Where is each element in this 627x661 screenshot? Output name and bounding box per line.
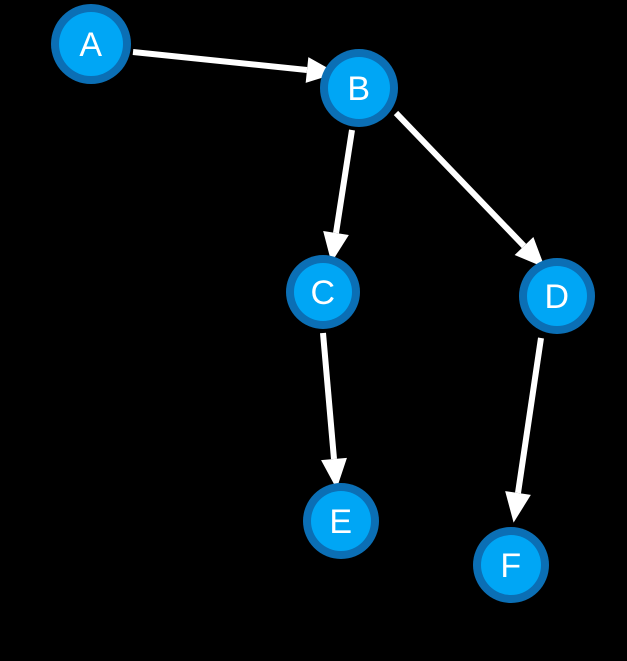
graph-edge[interactable]	[505, 337, 544, 523]
graph-edge[interactable]	[320, 332, 347, 489]
graph-node[interactable]: C	[286, 255, 360, 329]
edge-line	[333, 129, 355, 234]
edge-line	[320, 332, 337, 460]
node-label: D	[544, 278, 569, 316]
node-label: B	[347, 70, 370, 108]
node-label: F	[500, 547, 521, 585]
edge-line	[393, 110, 527, 249]
graph-edge[interactable]	[323, 129, 355, 263]
edge-arrowhead	[305, 57, 337, 83]
node-core	[311, 491, 371, 551]
node-label: E	[329, 503, 352, 541]
node-core	[527, 266, 587, 326]
node-label: A	[79, 26, 102, 64]
graph-node[interactable]: E	[303, 483, 379, 559]
graph-node[interactable]: D	[519, 258, 595, 334]
node-core	[328, 57, 390, 119]
graph-edge[interactable]	[393, 110, 545, 268]
edge-arrowhead	[505, 491, 531, 523]
node-core	[294, 263, 352, 321]
graph-node[interactable]: B	[320, 49, 398, 127]
node-core	[481, 535, 541, 595]
node-core	[59, 12, 123, 76]
graph-edge[interactable]	[132, 49, 337, 83]
graph-node[interactable]: A	[51, 4, 131, 84]
edge-arrowhead	[514, 236, 545, 268]
nodes-layer: A B C D E F	[51, 4, 595, 603]
node-label: C	[310, 274, 335, 312]
edge-line	[132, 49, 308, 73]
edge-arrowhead	[323, 231, 349, 263]
graph-node[interactable]: F	[473, 527, 549, 603]
edge-line	[515, 337, 544, 494]
edges-layer	[132, 49, 545, 523]
edge-arrowhead	[321, 457, 347, 489]
